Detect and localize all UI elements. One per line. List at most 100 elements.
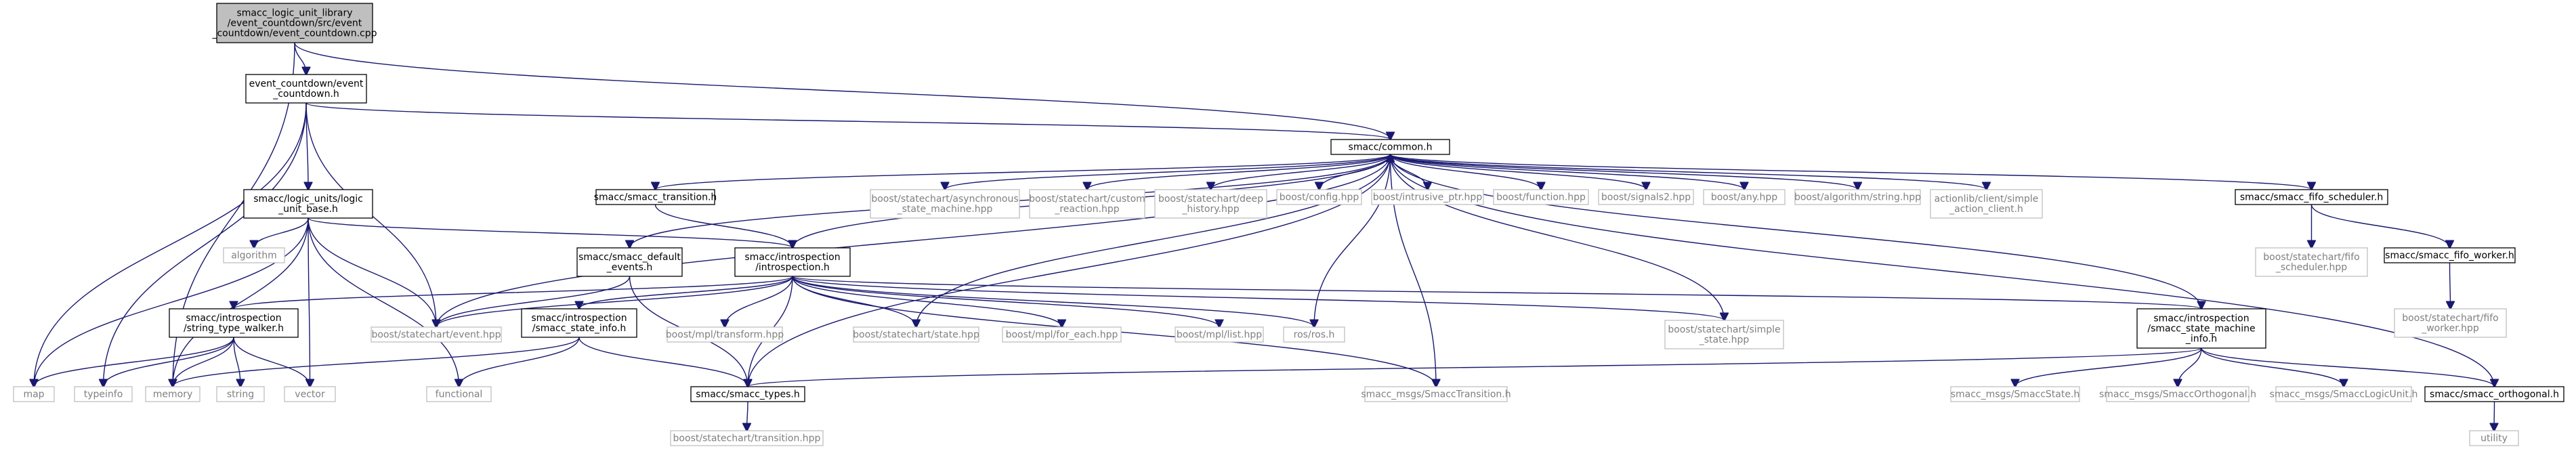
node-stw[interactable]: smacc/introspection/string_type_walker.h [169,308,299,338]
node-box [2424,386,2564,402]
node-box [223,247,285,263]
node-any: boost/any.hpp [1703,189,1786,205]
node-box [1703,189,1786,205]
node-algorithm: algorithm [223,247,285,263]
edge-introspection-to-mpl_list [792,276,1219,327]
edge-root-to-common [294,42,1391,140]
node-label: algorithm [231,251,277,261]
node-box [216,386,265,402]
node-box [1598,189,1694,205]
node-common[interactable]: smacc/common.h [1330,139,1450,155]
node-label: /smacc_state_machine [2147,324,2255,335]
node-label: boost/mpl/list.hpp [1177,330,1262,341]
node-box [576,247,683,277]
node-label: /string_type_walker.h [184,323,284,334]
node-box [169,308,299,338]
edge-stw-to-string [233,337,240,387]
node-transition-hpp: boost/statechart/transition.hpp [670,430,824,446]
node-memory: memory [145,386,200,402]
node-orthogonal[interactable]: smacc/smacc_orthogonal.h [2424,386,2564,402]
edge-common-to-alg_string [1389,154,1858,190]
node-transition-h[interactable]: smacc/smacc_transition.h [594,189,717,205]
node-ssi[interactable]: smacc/introspection/smacc_state_info.h [521,308,637,338]
edge-introspection-to-ssmi [792,276,2201,309]
node-box [2394,308,2507,338]
node-box [2255,247,2368,277]
edge-ec_h-to-typeinfo [104,102,307,387]
edge-root-to-ec_h [294,42,306,74]
edge-common-to-state_hpp [916,154,1391,327]
node-ros: ros/ros.h [1283,326,1345,343]
node-label: map [23,389,44,400]
node-box [1154,189,1267,219]
node-label: _history.hpp [1181,204,1239,215]
edge-stw-to-memory [173,337,234,387]
node-default-events[interactable]: smacc/smacc_default_events.h [576,247,683,277]
edge-stw-to-map [34,337,234,387]
node-label: smacc/smacc_fifo_scheduler.h [2240,192,2383,203]
node-label: boost/config.hpp [1280,192,1359,203]
node-label: boost/statechart/deep [1158,194,1263,205]
node-introspection[interactable]: smacc/introspection/introspection.h [734,247,851,277]
node-fifo-sched[interactable]: smacc/smacc_fifo_scheduler.h [2235,189,2388,205]
node-lu-base[interactable]: smacc/logic_units/logic_unit_base.h [243,189,373,219]
node-label: _worker.hpp [2421,323,2479,334]
edge-ssmi-to-sm_logicunit [2201,347,2344,387]
node-root[interactable]: smacc_logic_unit_library/event_countdown… [211,3,377,43]
node-label: smacc_msgs/SmaccLogicUnit.h [2270,389,2418,400]
node-label: smacc/introspection [531,313,627,324]
edge-common-to-actionlib [1389,154,1987,190]
node-label: smacc/introspection [744,252,840,263]
node-box [734,247,851,277]
edge-fifo_sched-to-fifo_worker [2310,204,2450,248]
edge-lu_base-to-memory [173,217,309,387]
node-functional: functional [426,386,492,402]
node-label: smacc_msgs/SmaccState.h [1951,389,2080,400]
node-mpl-transform: boost/mpl/transform.hpp [666,326,784,343]
node-label: boost/mpl/for_each.hpp [1006,330,1118,341]
edge-orthogonal-to-utility [2494,401,2495,431]
edge-ssmi-to-sm_orthogonal [2178,347,2202,387]
node-box [2469,430,2519,446]
edge-ssmi-to-sm_state [2015,347,2202,387]
node-simple-state: boost/statechart/simple_state.hpp [1664,320,1784,349]
node-fifo-sched-hpp: boost/statechart/fifo_scheduler.hpp [2255,247,2368,277]
node-label: boost/statechart/asynchronous [871,194,1018,205]
node-types[interactable]: smacc/smacc_types.h [690,386,805,402]
node-fifo-worker-hpp: boost/statechart/fifo_worker.hpp [2394,308,2507,338]
node-label: smacc/smacc_default [578,252,681,263]
node-label: typeinfo [84,389,123,400]
node-box [1283,326,1345,343]
node-label: memory [153,389,193,400]
node-box [2275,386,2412,402]
node-ec-h[interactable]: event_countdown/event_countdown.h [245,74,367,104]
node-box [870,189,1020,219]
node-box [216,3,373,43]
node-label: _unit_base.h [278,204,338,215]
edge-introspection-to-mpl_for_each [792,276,1062,327]
node-label: boost/statechart/fifo [2402,313,2498,324]
edge-lu_base-to-event_hpp [308,217,436,327]
node-label: boost/function.hpp [1496,192,1586,203]
node-box [853,326,979,343]
node-sm-logicunit: smacc_msgs/SmaccLogicUnit.h [2270,386,2418,402]
node-label: boost/intrusive_ptr.hpp [1373,192,1483,203]
edge-transition_h-to-introspection [654,204,793,248]
edge-common-to-ros [1314,154,1391,327]
node-label: boost/statechart/fifo [2263,252,2359,263]
node-box [245,74,367,104]
edge-stw-to-typeinfo [104,337,234,387]
edge-introspection-to-stw [234,276,793,309]
node-label: utility [2480,433,2508,444]
node-fifo-worker[interactable]: smacc/smacc_fifo_worker.h [2384,247,2516,263]
edge-ssi-to-types [578,337,748,387]
edge-lu_base-to-introspection [308,217,793,248]
node-label: smacc_msgs/SmaccOrthogonal.h [2099,389,2256,400]
node-label: _reaction.hpp [1054,204,1119,215]
edge-common-to-deep_history [1211,154,1391,190]
node-label: _info.h [2185,334,2217,345]
edge-ssmi-to-types [748,347,2202,387]
edge-lu_base-to-algorithm [254,217,309,248]
node-ssmi[interactable]: smacc/introspection/smacc_state_machine_… [2136,308,2266,349]
node-box [2384,247,2516,263]
